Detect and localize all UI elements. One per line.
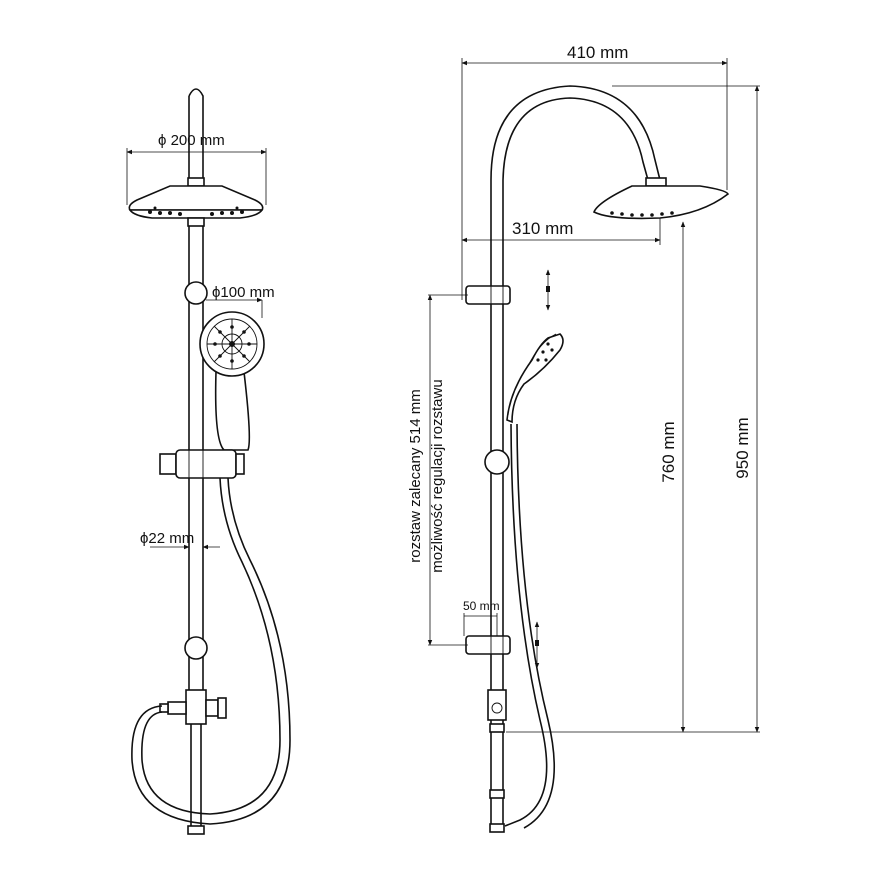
dim-top-width-label: 410 mm bbox=[567, 43, 628, 62]
front-pipe-diameter-dimension: ϕ22 mm bbox=[140, 530, 220, 550]
front-view: ϕ 200 mm ϕ100 mm bbox=[126, 88, 291, 835]
dim-spacing-recommended-label: rozstaw zalecany 514 mm bbox=[407, 389, 424, 562]
side-overhead-shower-head bbox=[592, 177, 730, 220]
dim-head-height-label: 760 mm bbox=[659, 421, 678, 482]
front-pipe-diameter-label: ϕ22 mm bbox=[140, 530, 194, 547]
side-diverter-valve bbox=[487, 689, 507, 721]
front-head-diameter-label: ϕ 200 mm bbox=[158, 132, 225, 149]
dim-arm-reach: 310 mm bbox=[461, 218, 661, 245]
dim-arm-reach-label: 310 mm bbox=[512, 219, 573, 238]
adjust-arrows-lower bbox=[534, 621, 540, 669]
side-head-nozzles bbox=[610, 211, 674, 217]
front-overhead-shower-head bbox=[128, 177, 264, 227]
dim-total-height: 950 mm bbox=[506, 85, 760, 733]
dim-bracket-spacing: rozstaw zalecany 514 mm możliwość regula… bbox=[407, 294, 468, 646]
side-hand-nozzles bbox=[536, 342, 554, 362]
front-head-diameter-dimension: ϕ 200 mm bbox=[126, 132, 267, 205]
dim-offset-label: 50 mm bbox=[463, 599, 500, 613]
front-diverter-valve bbox=[159, 689, 227, 725]
side-lower-wall-bracket bbox=[465, 635, 511, 655]
front-slider-holder bbox=[159, 449, 245, 479]
front-upper-knob bbox=[184, 281, 208, 305]
adjust-arrows-upper bbox=[545, 269, 551, 311]
dim-spacing-adjust-label: możliwość regulacji rozstawu bbox=[429, 379, 446, 572]
front-hand-shower bbox=[199, 311, 265, 451]
front-hand-diameter-dimension: ϕ100 mm bbox=[206, 284, 275, 318]
front-lower-knob bbox=[184, 636, 208, 660]
side-hand-shower bbox=[506, 333, 564, 424]
side-hose bbox=[504, 423, 556, 829]
front-hand-diameter-label: ϕ100 mm bbox=[212, 284, 275, 301]
side-view: 410 mm 310 mm 950 mm 760 mm rozstaw zale… bbox=[407, 43, 760, 833]
hand-shower-face-pattern bbox=[207, 319, 257, 369]
side-upper-wall-bracket bbox=[465, 285, 511, 305]
front-hose bbox=[131, 477, 291, 825]
dim-offset: 50 mm bbox=[463, 599, 500, 636]
front-head-nozzles bbox=[148, 206, 244, 216]
dim-total-height-label: 950 mm bbox=[733, 417, 752, 478]
side-slider-knob bbox=[484, 449, 510, 475]
dim-head-height: 760 mm bbox=[659, 221, 686, 733]
dim-top-width: 410 mm bbox=[461, 43, 728, 300]
